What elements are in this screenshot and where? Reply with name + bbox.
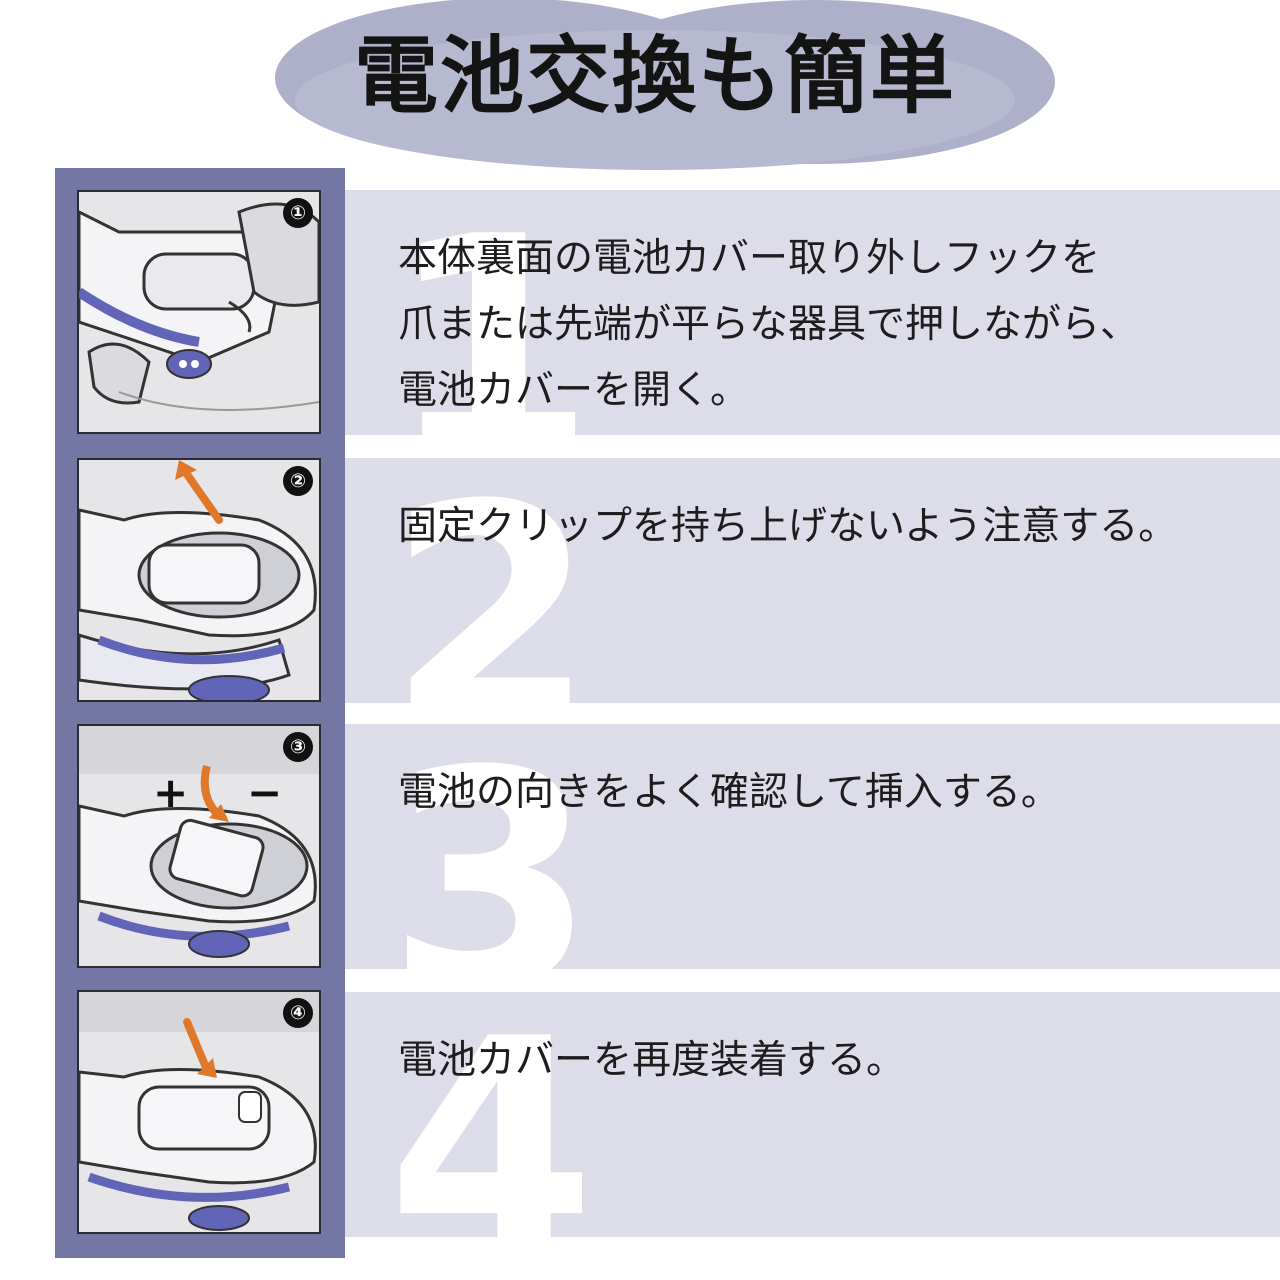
step-3-illustration: + − ③ <box>77 724 321 968</box>
step-1-text: 本体裏面の電池カバー取り外しフックを 爪または先端が平らな器具で押しながら、 電… <box>398 236 1140 413</box>
step-numeral: 2 <box>387 458 596 704</box>
step-4-text: 電池カバーを再度装着する。 <box>398 1038 906 1083</box>
step-3-band: 3 電池の向きをよく確認して挿入する。 <box>345 724 1280 969</box>
step-2-text: 固定クリップを持ち上げないよう注意する。 <box>398 504 1178 549</box>
step-2-band: 2 固定クリップを持ち上げないよう注意する。 <box>345 458 1280 703</box>
step-badge: ② <box>283 466 313 496</box>
step-badge: ① <box>283 198 313 228</box>
step-1-illustration: ① <box>77 190 321 434</box>
step-numeral: 3 <box>387 724 596 970</box>
title-cloud: 電池交換も簡単 <box>255 0 1055 175</box>
step-badge: ③ <box>283 732 313 762</box>
step-4-band: 4 電池カバーを再度装着する。 <box>345 992 1280 1237</box>
illustration-column: ① ② + − ③ <box>55 168 345 1258</box>
step-numeral: 1 <box>387 190 596 436</box>
step-numeral: 4 <box>387 992 596 1238</box>
plus-sign: + <box>153 768 189 817</box>
step-3-text: 電池の向きをよく確認して挿入する。 <box>398 770 1060 815</box>
cloud-shape <box>275 0 1055 170</box>
step-1-band: 1 本体裏面の電池カバー取り外しフックを 爪または先端が平らな器具で押しながら、… <box>345 190 1280 435</box>
minus-sign: − <box>247 768 283 817</box>
page-title: 電池交換も簡単 <box>353 27 956 125</box>
step-2-illustration: ② <box>77 458 321 702</box>
step-4-illustration: ④ <box>77 990 321 1234</box>
step-badge: ④ <box>283 998 313 1028</box>
